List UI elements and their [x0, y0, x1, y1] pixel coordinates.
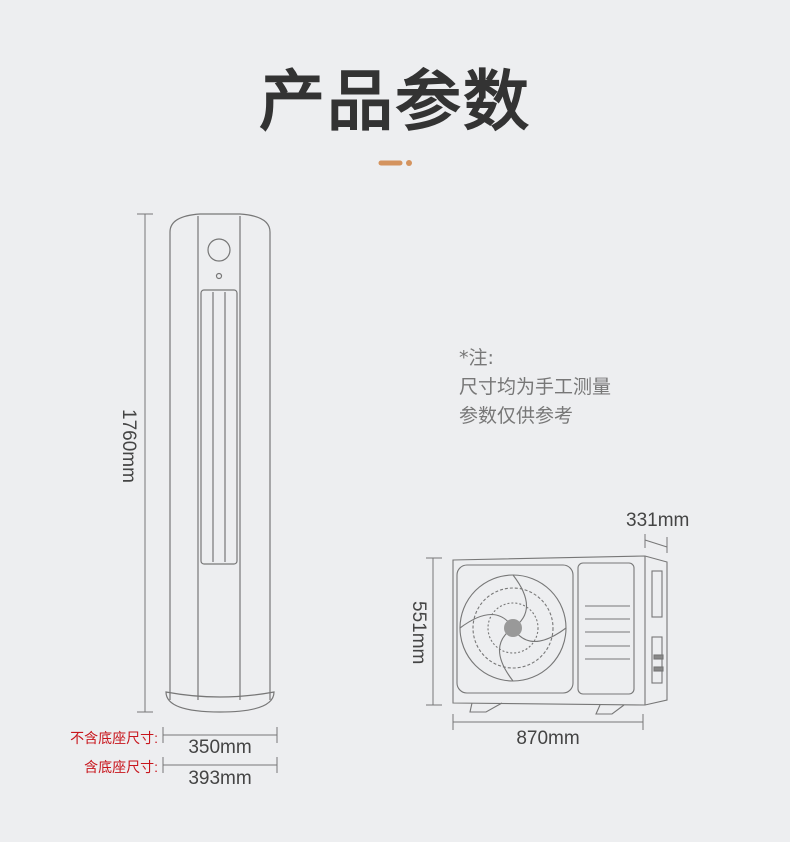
outdoor-depth-label: 331mm [626, 510, 690, 531]
width-with-base-value: 393mm [188, 768, 252, 789]
note-line: 尺寸均为手工测量 [459, 376, 612, 398]
indoor-height-label: 1760mm [118, 409, 139, 483]
width-without-base-label: 不含底座尺寸: [70, 730, 158, 746]
width-with-base-label: 含底座尺寸: [84, 759, 158, 775]
outdoor-width-label: 870mm [516, 728, 580, 749]
page-title: 产品参数 [259, 63, 531, 140]
width-without-base-value: 350mm [188, 737, 252, 758]
title-accent [378, 160, 412, 166]
outdoor-dimension-lines [426, 534, 668, 730]
note-marker: *注: [459, 347, 494, 369]
indoor-dimension-lines [137, 213, 278, 773]
indoor-unit-drawing [165, 213, 275, 713]
outdoor-unit-drawing [452, 555, 668, 715]
note-line: 参数仅供参考 [459, 405, 574, 427]
outdoor-height-label: 551mm [408, 601, 429, 665]
